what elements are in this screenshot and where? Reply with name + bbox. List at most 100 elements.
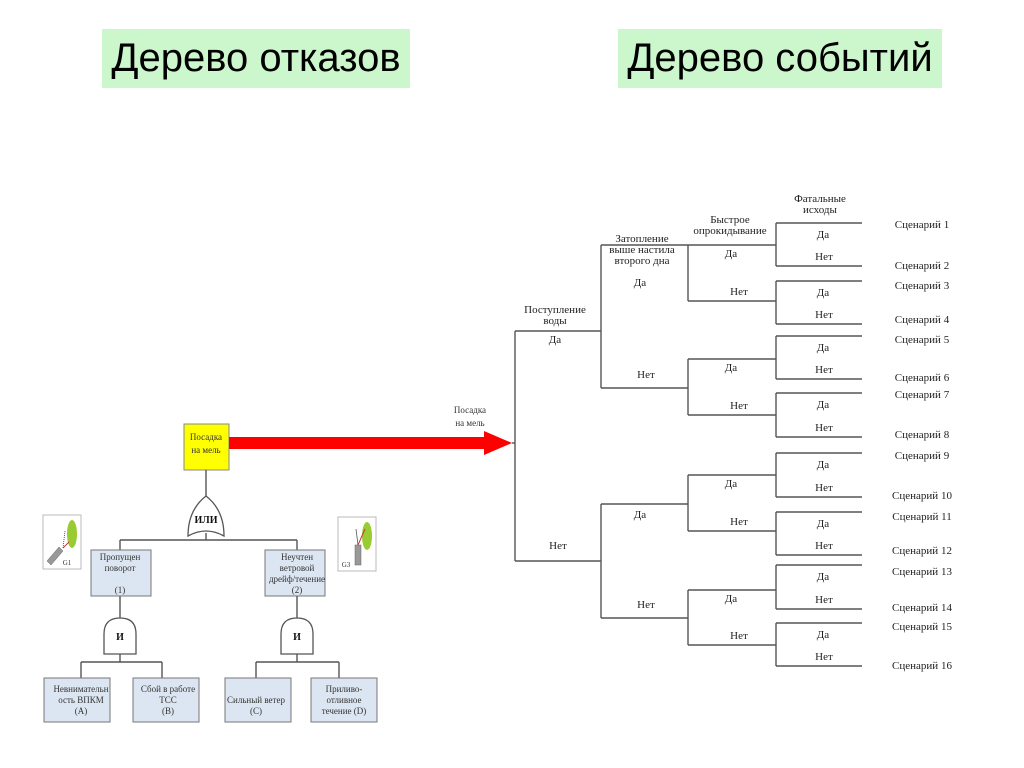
level3-no-label: Нет xyxy=(730,630,748,642)
and-gate-symbol xyxy=(280,617,314,655)
intermediate-event-label-line: дрейф/течение xyxy=(269,574,325,584)
basic-event-label-line: Сильный ветер xyxy=(227,695,285,705)
level2-no-label: Нет xyxy=(637,369,655,381)
or-gate-symbol xyxy=(187,495,225,538)
header-flooding-line: Затопление xyxy=(615,233,668,245)
header-capsize-line: Быстрое xyxy=(710,214,750,226)
scenario-label: Сценарий 14 xyxy=(892,602,952,614)
basic-event-label-line: (C) xyxy=(250,706,262,716)
header-fatal-outcomes-line: исходы xyxy=(803,204,837,216)
scenario-label: Сценарий 10 xyxy=(892,490,952,502)
icon-label: G1 xyxy=(63,559,72,567)
scenario-label: Сценарий 12 xyxy=(892,545,952,557)
header-water-ingress-line: Поступление xyxy=(524,304,586,316)
g3-scenario-icon: G3 xyxy=(337,516,377,572)
level4-yes-label: Да xyxy=(817,629,830,641)
basic-event-label-line: ТСС xyxy=(159,695,177,705)
scenario-label: Сценарий 13 xyxy=(892,566,952,578)
icon-label: G3 xyxy=(342,561,351,569)
intermediate-event-label-line: поворот xyxy=(105,563,136,573)
level4-yes-label: Да xyxy=(817,571,830,583)
intermediate-event-label-line: Неучтен xyxy=(281,552,313,562)
header-fatal-outcomes-line: Фатальные xyxy=(794,193,846,205)
level4-yes-label: Да xyxy=(817,229,830,241)
level4-no-label: Нет xyxy=(815,251,833,263)
transfer-arrow-shaft xyxy=(229,437,484,449)
level4-no-label: Нет xyxy=(815,594,833,606)
scenario-label: Сценарий 9 xyxy=(895,450,950,462)
initiating-event-label-line: на мель xyxy=(455,418,484,428)
intermediate-event-label-line: Пропущен xyxy=(100,552,141,562)
level4-no-label: Нет xyxy=(815,651,833,663)
level3-yes-label: Да xyxy=(725,478,738,490)
scenario-label: Сценарий 3 xyxy=(895,280,950,292)
basic-event-label-line: Приливо- xyxy=(326,684,363,694)
intermediate-event-label-line: (2) xyxy=(292,585,303,595)
basic-event-label-line: течение (D) xyxy=(322,706,367,716)
scenario-label: Сценарий 5 xyxy=(895,334,950,346)
intermediate-event-label-line: (1) xyxy=(115,585,126,595)
top-event-label-line: на мель xyxy=(191,445,220,455)
level4-no-label: Нет xyxy=(815,540,833,552)
level4-yes-label: Да xyxy=(817,459,830,471)
shoal-icon xyxy=(362,522,372,550)
top-event-label-line: Посадка xyxy=(190,432,222,442)
basic-event-label-line: отливное xyxy=(326,695,361,705)
and-gate-symbol xyxy=(103,617,137,655)
level4-yes-label: Да xyxy=(817,399,830,411)
level2-yes-label: Да xyxy=(634,277,647,289)
level3-yes-label: Да xyxy=(725,248,738,260)
intermediate-event-label-line: ветровой xyxy=(280,563,315,573)
basic-event-box xyxy=(132,677,200,723)
basic-event-label-line: Невнимательн xyxy=(53,684,108,694)
scenario-label: Сценарий 4 xyxy=(895,314,950,326)
intermediate-event-box xyxy=(90,549,152,597)
course-line-icon xyxy=(357,528,366,546)
scenario-label: Сценарий 1 xyxy=(895,219,949,231)
event-tree-title: Дерево событий xyxy=(618,29,942,88)
g1-scenario-icon: G1 xyxy=(42,514,82,570)
and-gate-label: И xyxy=(116,632,124,643)
level1-yes-label: Да xyxy=(549,334,562,346)
level2-no-label: Нет xyxy=(637,599,655,611)
basic-event-label-line: Сбой в работе xyxy=(141,684,195,694)
transfer-arrow-head xyxy=(484,431,512,455)
intermediate-event-box xyxy=(264,549,326,597)
level3-yes-label: Да xyxy=(725,593,738,605)
course-line-icon xyxy=(62,541,70,549)
scenario-label: Сценарий 16 xyxy=(892,660,952,672)
level2-yes-label: Да xyxy=(634,509,647,521)
level1-no-label: Нет xyxy=(549,540,567,552)
level3-yes-label: Да xyxy=(725,362,738,374)
ship-icon xyxy=(354,544,362,566)
header-flooding-line: выше настила xyxy=(609,244,675,256)
level3-no-label: Нет xyxy=(730,286,748,298)
and-gate-label: И xyxy=(293,632,301,643)
basic-event-box xyxy=(310,677,378,723)
level4-no-label: Нет xyxy=(815,309,833,321)
header-water-ingress-line: воды xyxy=(543,315,567,327)
top-event-label: Посадка на мель xyxy=(190,432,222,455)
basic-event-label: Сильный ветер(C) xyxy=(227,695,285,716)
scenario-label: Сценарий 7 xyxy=(895,389,950,401)
header-flooding-line: второго дна xyxy=(615,255,670,267)
level3-no-label: Нет xyxy=(730,400,748,412)
or-gate-label: ИЛИ xyxy=(194,515,217,526)
scenario-label: Сценарий 2 xyxy=(895,260,949,272)
basic-event-label-line: ость ВПКМ xyxy=(58,695,104,705)
level4-yes-label: Да xyxy=(817,518,830,530)
level3-no-label: Нет xyxy=(730,516,748,528)
basic-event-label-line: (B) xyxy=(162,706,174,716)
level4-no-label: Нет xyxy=(815,482,833,494)
